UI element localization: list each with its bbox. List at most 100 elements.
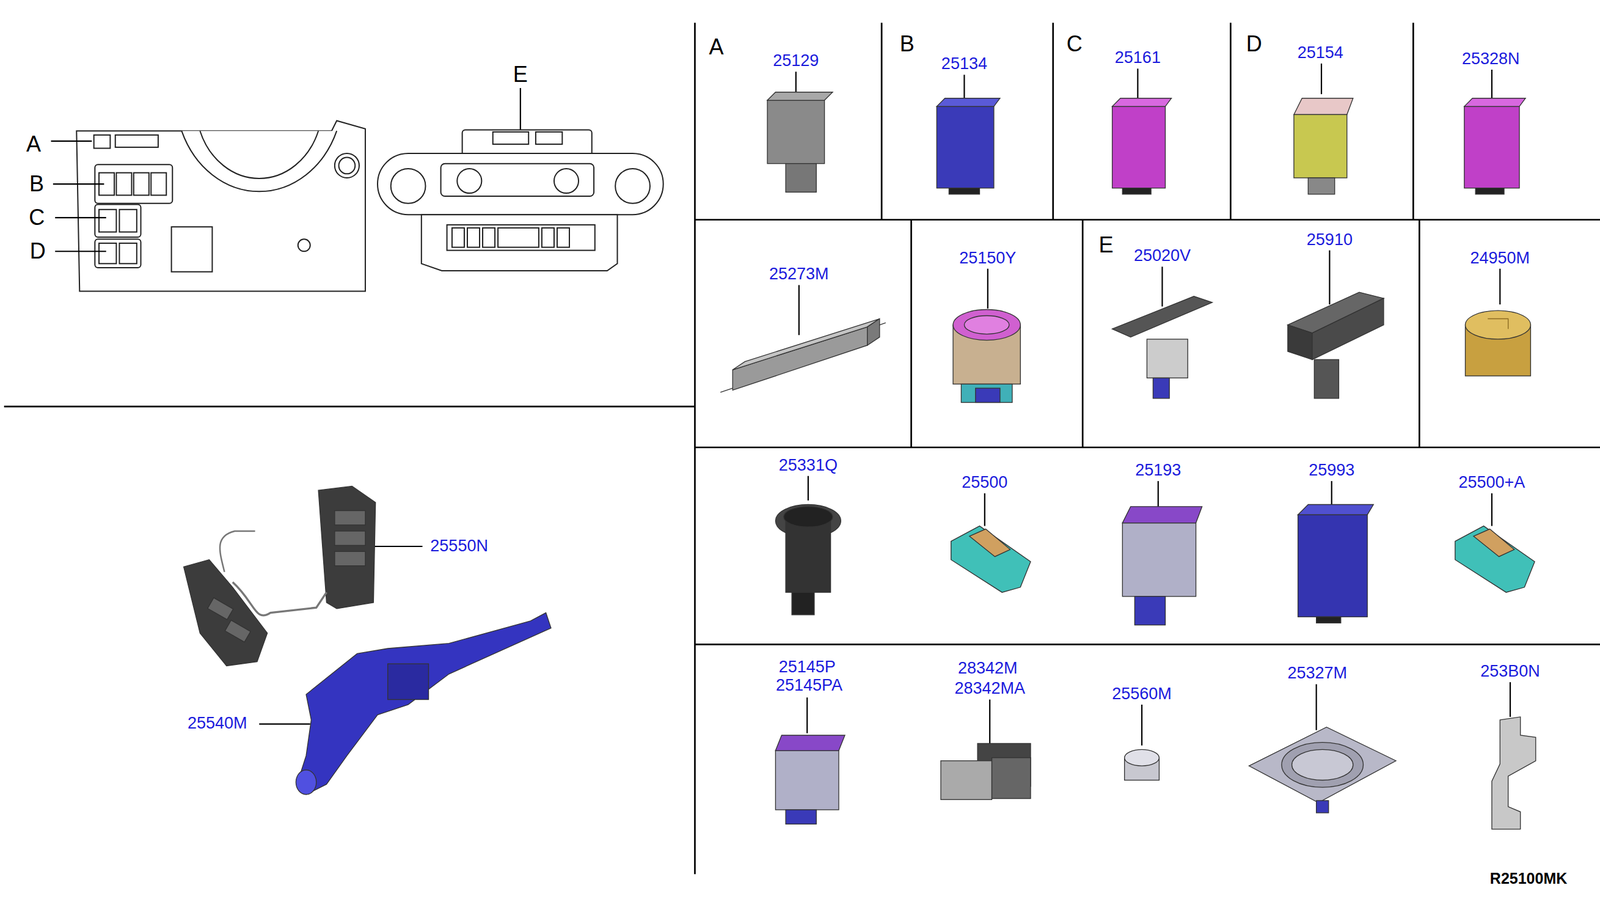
drawing-shape <box>1316 800 1329 813</box>
drawing-shape <box>1141 704 1143 746</box>
part-number: 25145PA <box>774 676 845 696</box>
drawing-shape <box>1491 493 1493 526</box>
drawing-shape <box>133 172 150 196</box>
drawing-shape <box>1475 188 1505 195</box>
drawing-shape <box>1487 318 1508 330</box>
zone-letter: D <box>1244 31 1264 57</box>
drawing-shape <box>785 809 817 824</box>
drawing-shape <box>936 98 1001 107</box>
drawing-shape <box>1298 504 1374 516</box>
drawing-shape <box>951 526 1031 593</box>
drawing-shape <box>482 227 495 248</box>
drawing-shape <box>54 216 107 219</box>
drawing-shape <box>1307 177 1335 195</box>
drawing-shape <box>334 153 360 178</box>
drawing-shape <box>775 750 839 810</box>
part-number: 25150Y <box>957 249 1018 268</box>
drawing-shape <box>94 238 141 268</box>
zone-letter: B <box>27 171 46 197</box>
drawing-shape <box>807 475 809 501</box>
part-number: 25331Q <box>777 456 840 475</box>
part-number: 25134 <box>939 54 990 74</box>
drawing-shape <box>334 530 366 545</box>
drawing-shape <box>1315 683 1318 730</box>
drawing-shape <box>51 140 93 142</box>
drawing-shape <box>1122 506 1202 523</box>
drawing-shape <box>1134 596 1166 625</box>
drawing-shape <box>1499 268 1501 305</box>
drawing-code: R25100MK <box>1488 869 1569 888</box>
drawing-shape <box>183 559 268 666</box>
zone-letter: C <box>1064 31 1085 57</box>
zone-letter: C <box>26 205 47 230</box>
drawing-shape <box>1122 188 1151 195</box>
drawing-shape <box>1473 529 1515 557</box>
drawing-shape <box>98 209 117 233</box>
drawing-shape <box>298 612 552 795</box>
drawing-shape <box>1287 325 1313 360</box>
drawing-shape <box>1328 250 1330 305</box>
part-number: 25328N <box>1460 50 1522 69</box>
drawing-shape <box>377 153 664 215</box>
drawing-shape <box>1052 22 1054 220</box>
drawing-shape <box>964 315 1009 335</box>
drawing-shape <box>969 529 1011 557</box>
part-number: 25993 <box>1306 461 1357 480</box>
drawing-shape <box>387 663 429 699</box>
drawing-shape <box>1112 296 1213 338</box>
drawing-shape <box>1292 748 1354 780</box>
drawing-shape <box>115 135 159 148</box>
switch-parts <box>183 92 1536 830</box>
drawing-shape <box>1161 266 1163 307</box>
drawing-shape <box>334 510 366 525</box>
grid-lines <box>4 22 1600 874</box>
drawing-shape <box>948 188 980 195</box>
drawing-shape <box>785 163 817 193</box>
zone-letter: E <box>1097 232 1116 258</box>
drawing-shape <box>390 168 426 204</box>
drawing-shape <box>1509 681 1511 717</box>
drawing-shape <box>497 227 539 248</box>
drawing-shape <box>867 318 880 346</box>
drawing-shape <box>181 130 337 192</box>
drawing-shape <box>53 183 105 185</box>
drawing-shape <box>199 130 319 179</box>
drawing-shape <box>373 545 423 547</box>
drawing-shape <box>541 227 555 248</box>
zone-letter: A <box>24 131 43 157</box>
center-console <box>377 130 664 271</box>
drawing-shape <box>334 551 366 566</box>
drawing-shape <box>1464 98 1526 107</box>
drawing-shape <box>1314 359 1339 398</box>
drawing-shape <box>992 757 1031 799</box>
part-number: 25550N <box>428 536 490 556</box>
drawing-shape <box>1491 69 1493 103</box>
drawing-shape <box>4 405 696 408</box>
part-number: 25540M <box>185 714 250 733</box>
drawing-shape <box>953 309 1021 340</box>
part-number: 25500+A <box>1457 473 1528 492</box>
part-number: 253B0N <box>1478 662 1542 681</box>
drawing-shape <box>1112 98 1172 107</box>
drawing-shape <box>694 643 1600 646</box>
drawing-shape <box>806 697 808 733</box>
zone-letter: B <box>898 31 917 57</box>
drawing-shape <box>150 172 167 196</box>
part-number: 28342MA <box>952 679 1027 699</box>
drawing-shape <box>94 204 141 237</box>
drawing-shape <box>694 22 696 874</box>
drawing-shape <box>879 322 886 325</box>
instrument-panel <box>76 120 366 291</box>
drawing-shape <box>318 485 376 608</box>
drawing-shape <box>694 446 1600 449</box>
drawing-shape <box>98 243 117 264</box>
drawing-shape <box>783 506 833 527</box>
drawing-shape <box>207 597 234 620</box>
drawing-shape <box>1122 522 1196 597</box>
drawing-shape <box>557 227 570 248</box>
drawing-shape <box>1298 514 1368 617</box>
zone-letter: D <box>28 238 48 264</box>
drawing-shape <box>54 250 107 252</box>
